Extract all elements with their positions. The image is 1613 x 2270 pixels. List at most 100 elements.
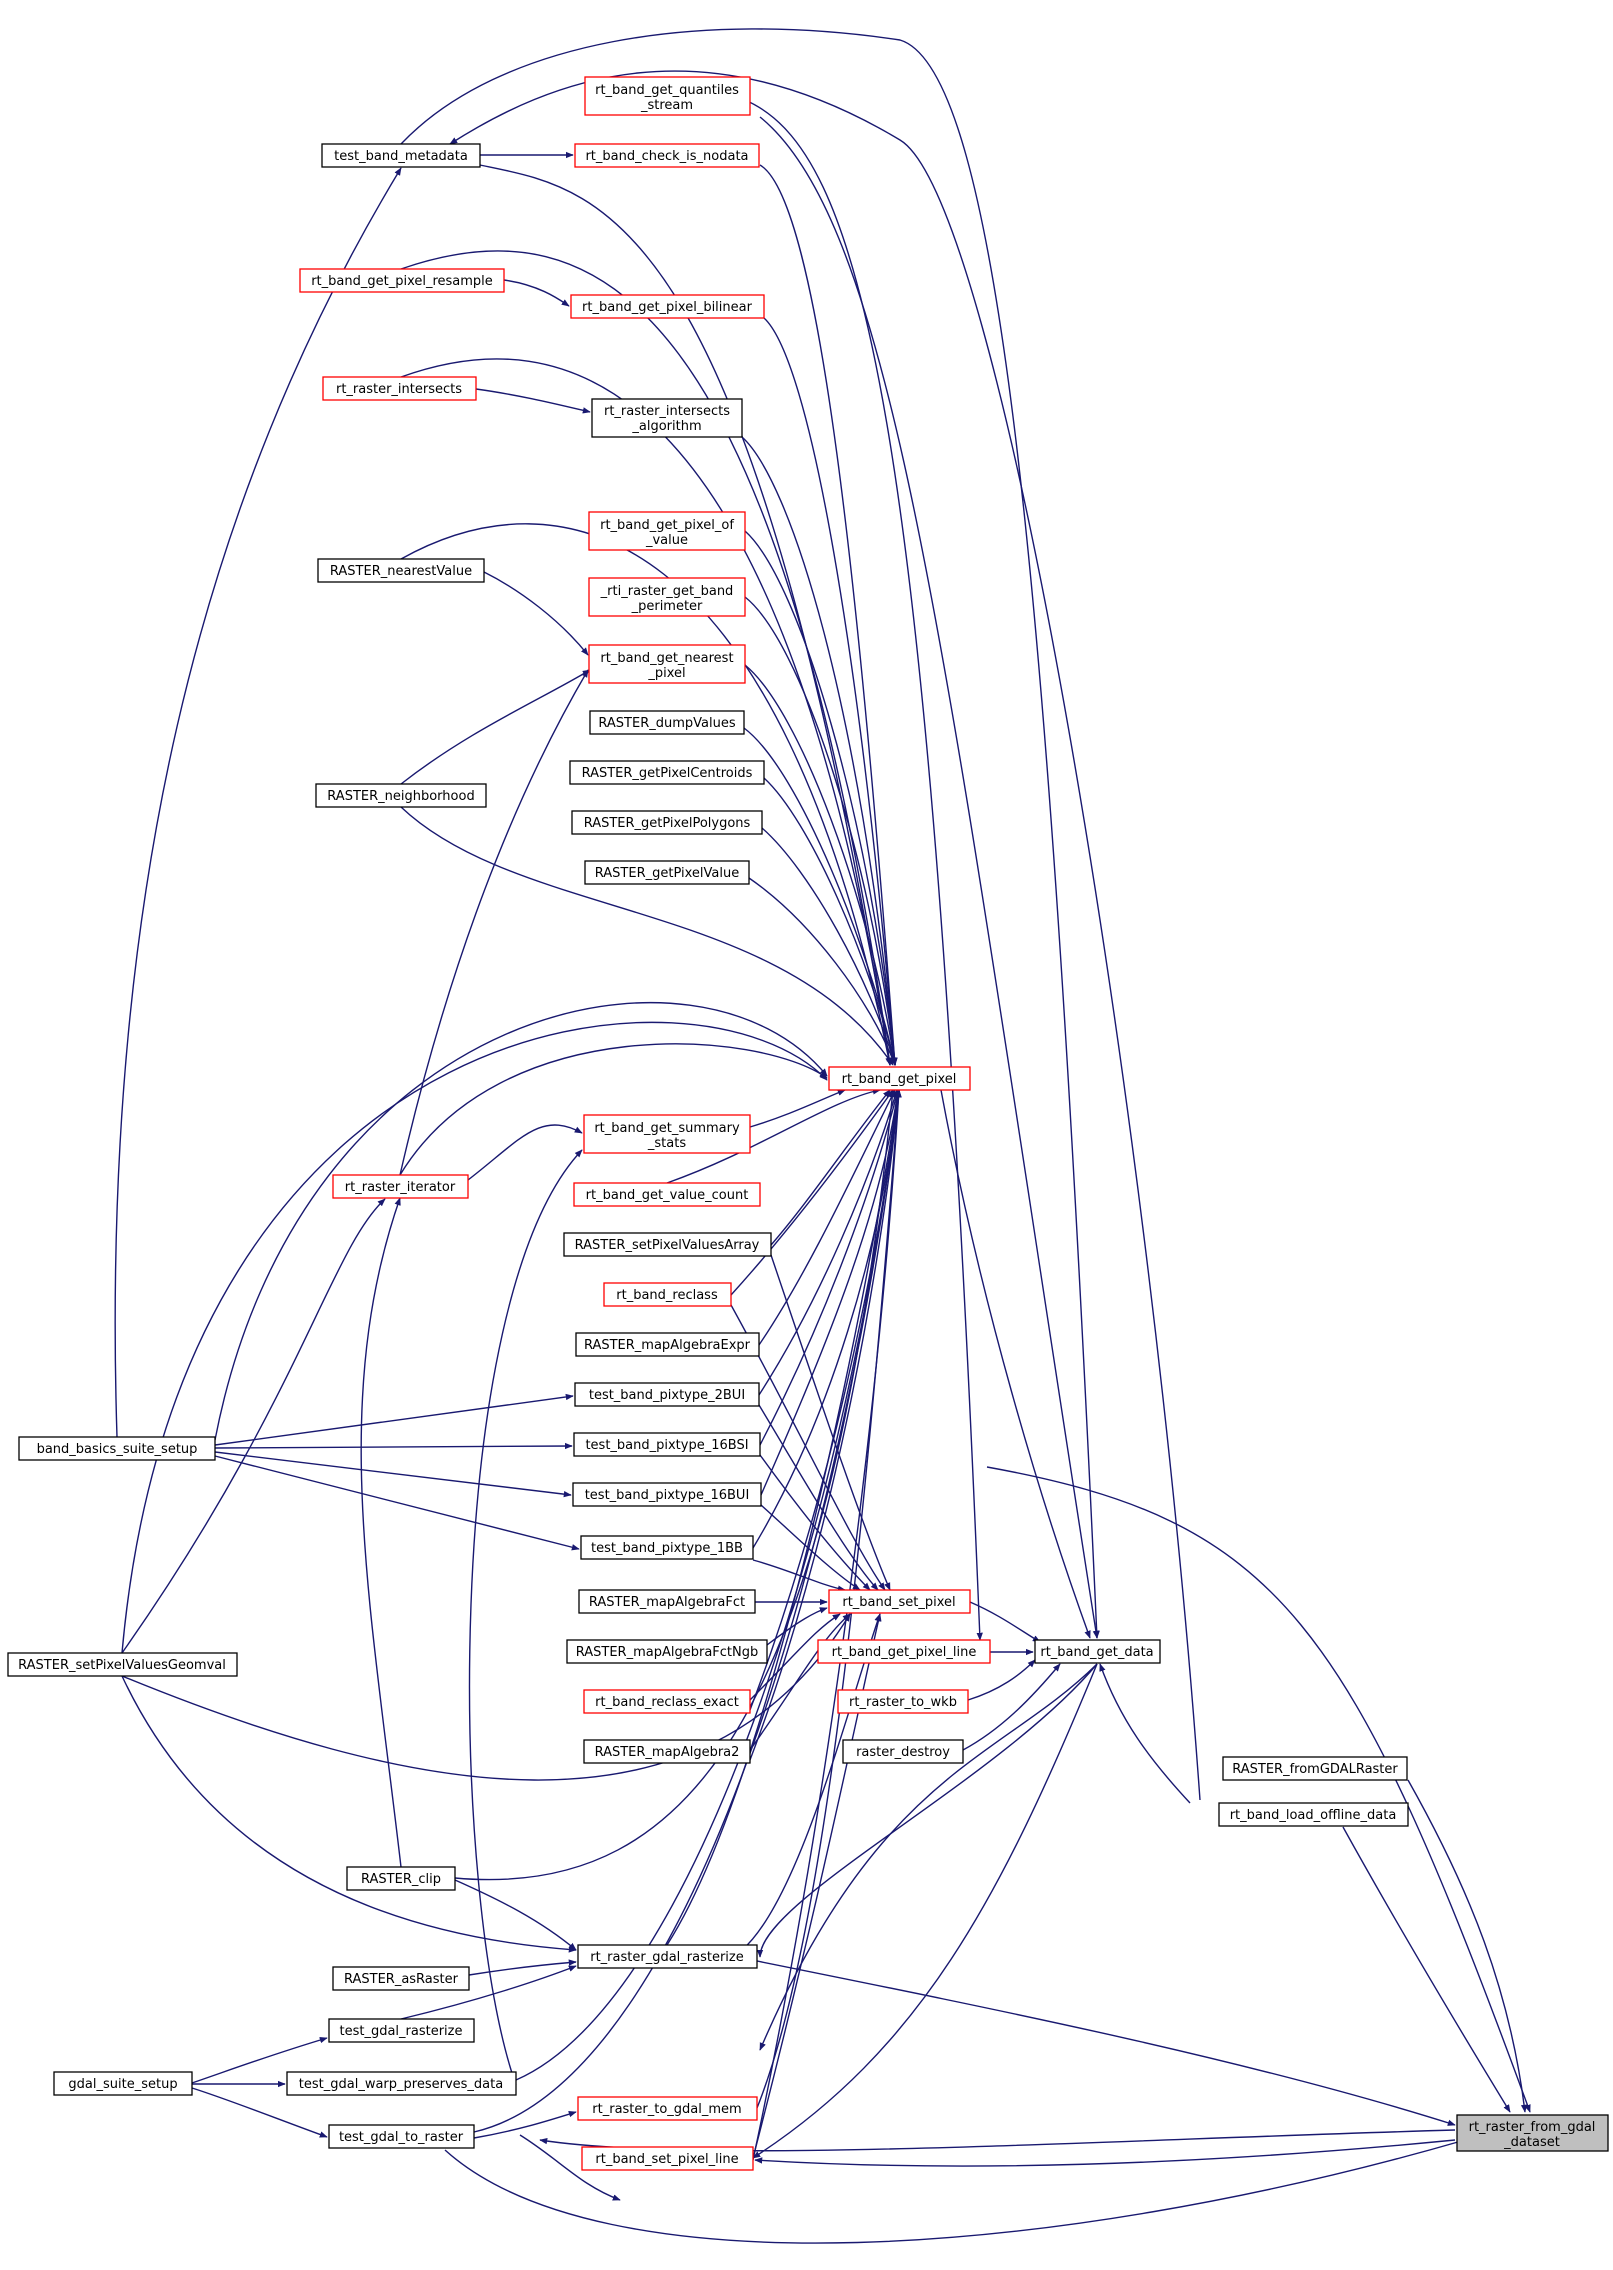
node-summary-stats-label-2: _stats	[647, 1136, 686, 1151]
node-pixtype-16bui[interactable]: test_band_pixtype_16BUI	[572, 1482, 762, 1507]
edge-27	[475, 388, 591, 414]
node-band-get-pixel-label: rt_band_get_pixel	[842, 1072, 957, 1087]
node-raster-neighborhood-label: RASTER_neighborhood	[327, 789, 474, 804]
node-band-basics-setup-label: band_basics_suite_setup	[37, 1442, 198, 1457]
node-raster-neighborhood[interactable]: RASTER_neighborhood	[315, 783, 487, 808]
edge-70	[214, 1001, 828, 1441]
edge-36	[400, 806, 894, 1066]
edge-86	[515, 1089, 902, 2081]
node-pixel-resample[interactable]: rt_band_get_pixel_resample	[299, 268, 505, 293]
edge-72	[121, 1021, 828, 1654]
edge-47	[730, 1089, 894, 1296]
node-gdal-suite-setup-label: gdal_suite_setup	[68, 2077, 177, 2092]
edge-8	[1099, 1663, 1191, 1804]
node-set-pixel-line[interactable]: rt_band_set_pixel_line	[581, 2146, 754, 2171]
node-intersects-algorithm-label-1: rt_raster_intersects	[604, 404, 730, 419]
edge-66	[214, 1442, 573, 1450]
node-pixtype-1bb[interactable]: test_band_pixtype_1BB	[580, 1535, 754, 1560]
node-intersects-algorithm-label-2: _algorithm	[631, 419, 701, 434]
node-summary-stats[interactable]: rt_band_get_summary_stats	[583, 1114, 751, 1154]
node-quantiles-stream-label-2: _stream	[640, 98, 693, 113]
node-set-pixel-line-label: rt_band_set_pixel_line	[595, 2152, 738, 2167]
edge-73	[121, 1613, 851, 1781]
node-mapalgebraexpr[interactable]: RASTER_mapAlgebraExpr	[575, 1332, 760, 1357]
node-gdal-rasterize[interactable]: rt_raster_gdal_rasterize	[577, 1944, 758, 1969]
node-warp-preserves-label: test_gdal_warp_preserves_data	[299, 2077, 503, 2092]
node-to-gdal-mem-label: rt_raster_to_gdal_mem	[592, 2102, 741, 2117]
graph-nodes: rt_raster_from_gdal_dataset RASTER_fromG…	[7, 76, 1609, 2171]
edge-60	[760, 1504, 861, 1591]
node-intersects-algorithm[interactable]: rt_raster_intersects_algorithm	[591, 398, 743, 438]
node-mapalgebrafct-label: RASTER_mapAlgebraFct	[589, 1595, 745, 1610]
node-band-basics-setup[interactable]: band_basics_suite_setup	[18, 1436, 216, 1461]
edge-61	[759, 1454, 871, 1591]
node-test-gdal-rasterize[interactable]: test_gdal_rasterize	[328, 2018, 475, 2043]
node-raster-asraster-label: RASTER_asRaster	[344, 1972, 459, 1987]
node-pixtype-1bb-label: test_band_pixtype_1BB	[591, 1541, 743, 1556]
edge-87	[473, 2111, 577, 2139]
node-band-get-pixel[interactable]: rt_band_get_pixel	[828, 1066, 971, 1091]
node-band-reclass[interactable]: rt_band_reclass	[603, 1282, 732, 1307]
node-reclass-exact-label: rt_band_reclass_exact	[595, 1695, 739, 1710]
node-raster-destroy[interactable]: raster_destroy	[842, 1739, 964, 1764]
node-pixtype-16bsi-label: test_band_pixtype_16BSI	[585, 1438, 748, 1453]
edge-37	[743, 727, 897, 1066]
edge-6	[754, 2139, 1456, 2167]
edge-67	[214, 1451, 572, 1498]
node-band-get-data[interactable]: rt_band_get_data	[1034, 1639, 1161, 1664]
edge-17	[400, 28, 1100, 1639]
node-quantiles-stream[interactable]: rt_band_get_quantiles_stream	[584, 76, 751, 116]
node-band-get-pixel-line[interactable]: rt_band_get_pixel_line	[817, 1639, 991, 1664]
node-raster-fromgdalraster[interactable]: RASTER_fromGDALRaster	[1222, 1756, 1408, 1781]
node-mapalgebrafctngb[interactable]: RASTER_mapAlgebraFctNgb	[566, 1639, 768, 1664]
node-band-load-offline-data[interactable]: rt_band_load_offline_data	[1218, 1802, 1409, 1827]
node-gdal-suite-setup[interactable]: gdal_suite_setup	[53, 2071, 193, 2096]
edge-11	[962, 1663, 1061, 1751]
node-raster-intersects[interactable]: rt_raster_intersects	[322, 376, 477, 401]
node-mapalgebra2[interactable]: RASTER_mapAlgebra2	[583, 1739, 751, 1764]
node-pixel-bilinear[interactable]: rt_band_get_pixel_bilinear	[570, 294, 765, 319]
node-to-gdal-mem[interactable]: rt_raster_to_gdal_mem	[577, 2096, 758, 2121]
node-raster-dumpvalues[interactable]: RASTER_dumpValues	[589, 710, 745, 735]
edge-26	[763, 317, 898, 1066]
node-test-gdal-rasterize-label: test_gdal_rasterize	[339, 2024, 462, 2039]
node-raster-dumpvalues-label: RASTER_dumpValues	[598, 716, 735, 731]
edge-0	[986, 1466, 1531, 2113]
edge-78	[468, 1959, 577, 1976]
edge-64	[770, 1254, 891, 1591]
edge-32	[744, 664, 898, 1066]
node-gdal-to-raster[interactable]: test_gdal_to_raster	[328, 2124, 475, 2149]
edge-33	[483, 571, 589, 656]
node-rti-perimeter[interactable]: _rti_raster_get_band_perimeter	[588, 577, 746, 617]
edge-4	[444, 2138, 1466, 2244]
node-setpixelvaluesarray[interactable]: RASTER_setPixelValuesArray	[563, 1232, 772, 1257]
node-pixtype-16bsi[interactable]: test_band_pixtype_16BSI	[573, 1432, 761, 1457]
root-node-label-1: rt_raster_from_gdal	[1469, 2120, 1596, 2135]
node-rti-perimeter-label-2: _perimeter	[631, 599, 703, 614]
node-raster-iterator[interactable]: rt_raster_iterator	[332, 1174, 469, 1199]
node-pixtype-2bui[interactable]: test_band_pixtype_2BUI	[574, 1382, 760, 1407]
edge-24	[503, 279, 570, 307]
node-test-band-metadata[interactable]: test_band_metadata	[321, 143, 481, 168]
node-pixel-polygons[interactable]: RASTER_getPixelPolygons	[571, 810, 763, 835]
node-band-set-pixel[interactable]: rt_band_set_pixel	[828, 1589, 971, 1614]
node-pixel-centroids-label: RASTER_getPixelCentroids	[582, 766, 753, 781]
node-pixel-value[interactable]: RASTER_getPixelValue	[584, 860, 750, 885]
node-raster-to-wkb[interactable]: rt_raster_to_wkb	[837, 1689, 969, 1714]
node-raster-clip[interactable]: RASTER_clip	[346, 1866, 456, 1891]
node-pixel-of-value[interactable]: rt_band_get_pixel_of_value	[588, 511, 746, 551]
node-nearest-pixel[interactable]: rt_band_get_nearest_pixel	[588, 644, 746, 684]
node-reclass-exact[interactable]: rt_band_reclass_exact	[583, 1689, 751, 1714]
node-raster-nearestvalue[interactable]: RASTER_nearestValue	[317, 558, 485, 583]
node-warp-preserves[interactable]: test_gdal_warp_preserves_data	[286, 2071, 517, 2096]
node-pixel-centroids[interactable]: RASTER_getPixelCentroids	[569, 760, 765, 785]
node-check-is-nodata[interactable]: rt_band_check_is_nodata	[574, 143, 760, 168]
node-raster-asraster[interactable]: RASTER_asRaster	[332, 1966, 470, 1991]
edge-35	[400, 669, 591, 785]
node-value-count[interactable]: rt_band_get_value_count	[573, 1182, 761, 1207]
node-rti-perimeter-label-1: _rti_raster_get_band	[600, 584, 734, 599]
edge-10	[967, 1659, 1036, 1701]
node-setpixelvaluesgeomval[interactable]: RASTER_setPixelValuesGeomval	[7, 1652, 238, 1677]
edge-56	[749, 1613, 851, 1751]
node-mapalgebrafct[interactable]: RASTER_mapAlgebraFct	[578, 1589, 756, 1614]
